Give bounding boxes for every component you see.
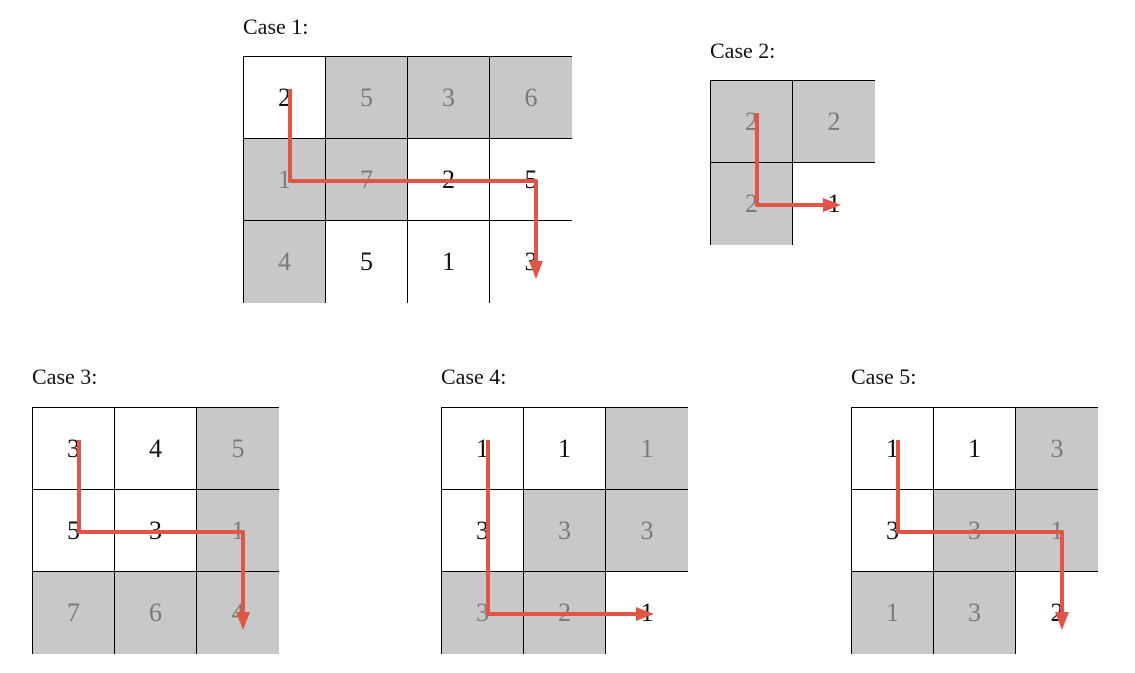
grid-cell: 3 (33, 408, 115, 490)
grid-cell: 3 (606, 490, 688, 572)
grid-cell: 4 (244, 221, 326, 303)
grid-cell: 1 (408, 221, 490, 303)
grid-cell: 3 (442, 490, 524, 572)
grid-cell: 1 (606, 408, 688, 490)
case-title: Case 2: (710, 38, 776, 63)
grid-cell: 4 (115, 408, 197, 490)
grid-cell: 3 (1016, 408, 1098, 490)
case-title: Case 1: (243, 14, 309, 39)
grid-cell: 2 (408, 139, 490, 221)
grid-cell: 1 (1016, 490, 1098, 572)
grid-cell: 3 (852, 490, 934, 572)
grid-cell: 2 (524, 572, 606, 654)
grid-cell: 1 (197, 490, 279, 572)
grid-cell: 1 (524, 408, 606, 490)
grid-cell: 2 (711, 163, 793, 245)
grid-cell: 3 (934, 490, 1016, 572)
case-title: Case 3: (32, 364, 98, 389)
grid-cell: 1 (793, 163, 875, 245)
grid-cell: 3 (115, 490, 197, 572)
grid-cell: 3 (408, 57, 490, 139)
grid-cell: 2 (1016, 572, 1098, 654)
grid-cell: 3 (934, 572, 1016, 654)
grid-cell: 6 (115, 572, 197, 654)
grid-cell: 5 (490, 139, 572, 221)
grid-cell: 5 (326, 57, 408, 139)
grid-cell: 5 (33, 490, 115, 572)
grid-cell: 1 (852, 408, 934, 490)
grid-cell: 7 (33, 572, 115, 654)
grid-cell: 3 (524, 490, 606, 572)
grid-cell: 1 (244, 139, 326, 221)
grid-cell: 2 (793, 81, 875, 163)
case-title: Case 5: (851, 364, 917, 389)
grid-cell: 5 (326, 221, 408, 303)
grid-cell: 6 (490, 57, 572, 139)
grid-cell: 3 (490, 221, 572, 303)
grid-cell: 1 (442, 408, 524, 490)
case-title: Case 4: (441, 364, 507, 389)
grid-cell: 7 (326, 139, 408, 221)
grid-cell: 1 (606, 572, 688, 654)
grid-cell: 1 (852, 572, 934, 654)
grid-cell: 5 (197, 408, 279, 490)
grid-cell: 2 (244, 57, 326, 139)
grid-cell: 1 (934, 408, 1016, 490)
grid-cell: 2 (711, 81, 793, 163)
grid-cell: 3 (442, 572, 524, 654)
grid-cell: 4 (197, 572, 279, 654)
